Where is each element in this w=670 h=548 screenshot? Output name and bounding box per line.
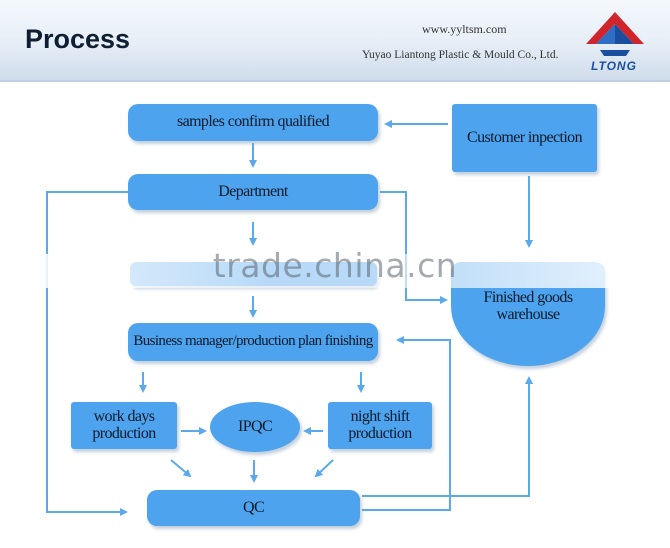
company-name: Yuyao Liantong Plastic & Mould Co., Ltd.	[362, 49, 559, 61]
watermark-text: trade.china.cn	[212, 246, 458, 285]
node-label: samples confirm qualified	[176, 113, 330, 131]
node-work-days-production: work days production	[71, 402, 177, 449]
node-department: Department	[128, 174, 378, 210]
page-title: Process	[25, 24, 131, 54]
arrow-nightshift-to-qc	[314, 459, 334, 478]
logo-wordmark: LTONG	[591, 59, 637, 73]
page-header: Process www.yyltsm.com Yuyao Liantong Pl…	[0, 0, 670, 82]
node-label: Business manager/production plan finishi…	[133, 333, 373, 350]
arrow-department-to-warehouse	[380, 191, 448, 304]
node-label: work days production	[92, 407, 156, 442]
node-customer-inspection: Customer inpection	[452, 104, 597, 172]
node-night-shift-production: night shift production	[328, 402, 432, 449]
node-qc: QC	[147, 490, 360, 526]
node-ipqc: IPQC	[210, 402, 300, 452]
arrow-qc-to-business	[362, 336, 451, 511]
node-label: Finished goods warehouse	[483, 289, 574, 323]
website-url[interactable]: www.yyltsm.com	[422, 22, 507, 36]
node-label: Customer inpection	[467, 128, 583, 146]
node-label: QC	[242, 498, 265, 516]
arrow-department-to-qc	[46, 191, 128, 516]
node-label: night shift production	[348, 407, 412, 442]
node-label: Department	[218, 182, 288, 200]
node-business-manager: Business manager/production plan finishi…	[128, 323, 378, 361]
company-logo-icon	[586, 12, 644, 56]
watermark-band	[0, 254, 670, 288]
arrow-qc-to-warehouse	[362, 376, 533, 497]
arrow-workdays-to-qc	[170, 459, 192, 478]
node-samples-confirm-qualified: samples confirm qualified	[128, 104, 378, 141]
node-label: IPQC	[237, 417, 273, 435]
